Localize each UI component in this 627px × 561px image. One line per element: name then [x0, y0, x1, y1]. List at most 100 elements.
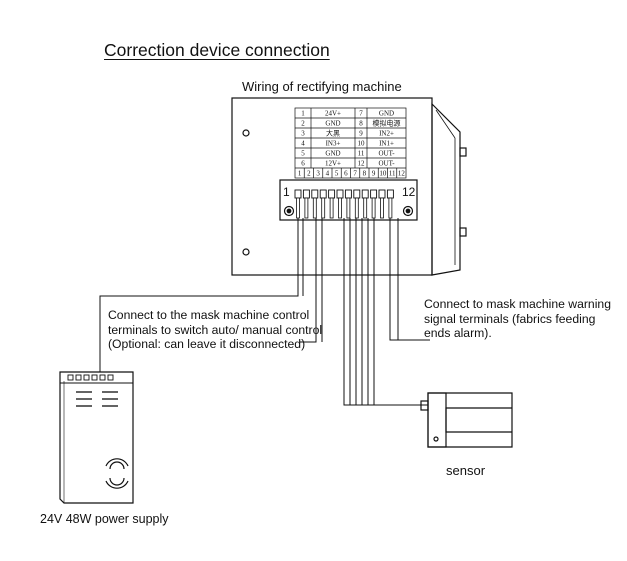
terminal-connector: [279, 179, 418, 221]
connector-pin-lead: [321, 197, 326, 219]
sensor: [420, 392, 513, 448]
table-cell: 9: [359, 130, 363, 138]
terminal-number: 1: [298, 170, 302, 178]
table-cell: 5: [301, 150, 305, 158]
wire-control-1: [300, 218, 317, 343]
table-cell: IN2+: [379, 130, 394, 138]
rectifying-machine: [231, 97, 467, 276]
page-title: Correction device connection: [104, 40, 330, 60]
connector-housing: [279, 179, 418, 221]
machine-screw-bottom: [242, 248, 250, 256]
terminal-number: 11: [389, 170, 396, 178]
connector-pin-lead: [304, 197, 309, 219]
connector-last-number: 12: [402, 185, 416, 199]
wire-warning-1: [389, 218, 430, 341]
connector-pin-lead: [346, 197, 351, 219]
terminal-number: 9: [372, 170, 376, 178]
connector-pin: [353, 189, 361, 199]
connector-pin: [386, 189, 394, 199]
table-cell: OUT-: [378, 160, 395, 168]
sensor-label: sensor: [446, 463, 486, 478]
connector-pin-lead: [338, 197, 342, 219]
terminal-number: 12: [398, 170, 406, 178]
table-cell: 3: [301, 130, 305, 138]
connector-pin: [344, 189, 352, 199]
connector-pin: [361, 189, 369, 199]
connector-screw-right: [402, 205, 414, 217]
table-cell: IN1+: [379, 140, 394, 148]
side-tab-bottom: [459, 227, 467, 237]
psu-terminal: [83, 374, 90, 381]
psu-terminal: [99, 374, 106, 381]
table-cell: GND: [325, 150, 340, 158]
connector-pin-lead: [371, 197, 376, 219]
connector-pin-lead: [388, 197, 393, 219]
table-cell: 7: [359, 110, 363, 118]
psu-body: [59, 371, 134, 504]
table-cell: 1: [301, 110, 305, 118]
connector-pin: [328, 189, 336, 199]
connector-screw-left: [283, 205, 295, 217]
table-cell: 大黑: [326, 129, 340, 138]
connector-pin-lead: [296, 197, 300, 219]
sensor-indicator: [433, 436, 439, 442]
table-cell: 4: [301, 140, 305, 148]
psu-terminal: [67, 374, 74, 381]
connector-pin-lead: [312, 197, 317, 219]
table-cell: 2: [301, 120, 305, 128]
connector-pin-lead: [354, 197, 359, 219]
connector-pin: [311, 189, 319, 199]
table-cell: GND: [325, 120, 340, 128]
table-cell: 12: [358, 160, 366, 168]
table-cell: 10: [358, 140, 366, 148]
psu-vents: [76, 391, 118, 407]
psu-terminal-strip: [67, 374, 114, 381]
psu-terminal: [91, 374, 98, 381]
connector-pin: [319, 189, 327, 199]
wire-psu-1: [99, 218, 299, 372]
terminal-number: 6: [344, 170, 348, 178]
table-cell: 24V+: [325, 110, 341, 118]
psu-emblem-icon: [105, 458, 129, 489]
table-cell: 8: [359, 120, 363, 128]
power-supply: [59, 371, 134, 504]
terminal-number: 5: [335, 170, 339, 178]
wire-sensor-1: [343, 218, 428, 406]
wires: [99, 218, 430, 406]
machine-screw-top: [242, 129, 250, 137]
terminal-number: 3: [316, 170, 320, 178]
terminal-number: 4: [326, 170, 330, 178]
table-cell: OUT-: [378, 150, 395, 158]
sensor-base: [427, 392, 447, 448]
terminal-number: 10: [379, 170, 387, 178]
power-supply-label: 24V 48W power supply: [40, 512, 169, 526]
connector-pin-lead: [329, 197, 334, 219]
connector-pin: [294, 189, 302, 199]
terminal-number: 7: [353, 170, 357, 178]
connector-pin: [370, 189, 378, 199]
connector-pin: [336, 189, 344, 199]
control-terminal-note: Connect to the mask machine control term…: [108, 308, 323, 352]
table-cell: GND: [379, 110, 394, 118]
psu-terminal: [75, 374, 82, 381]
table-cell: 12V+: [325, 160, 341, 168]
terminal-number: 8: [363, 170, 367, 178]
machine-side-panel: [431, 102, 461, 276]
sensor-fork-body: [427, 392, 513, 448]
side-tab-top: [459, 147, 467, 157]
table-cell: 11: [358, 150, 365, 158]
connector-pin-lead: [363, 197, 368, 219]
connector-pin: [378, 189, 386, 199]
table-cell: IN3+: [326, 140, 341, 148]
terminal-number: 2: [307, 170, 311, 178]
warning-terminal-note: Connect to mask machine warning signal t…: [424, 297, 611, 341]
connector-pin-lead: [380, 197, 384, 219]
table-cell: 6: [301, 160, 305, 168]
connector-pins: [294, 189, 394, 219]
machine-label: Wiring of rectifying machine: [242, 79, 402, 94]
connector-first-number: 1: [283, 185, 290, 199]
psu-terminal: [107, 374, 114, 381]
connector-pin: [302, 189, 310, 199]
